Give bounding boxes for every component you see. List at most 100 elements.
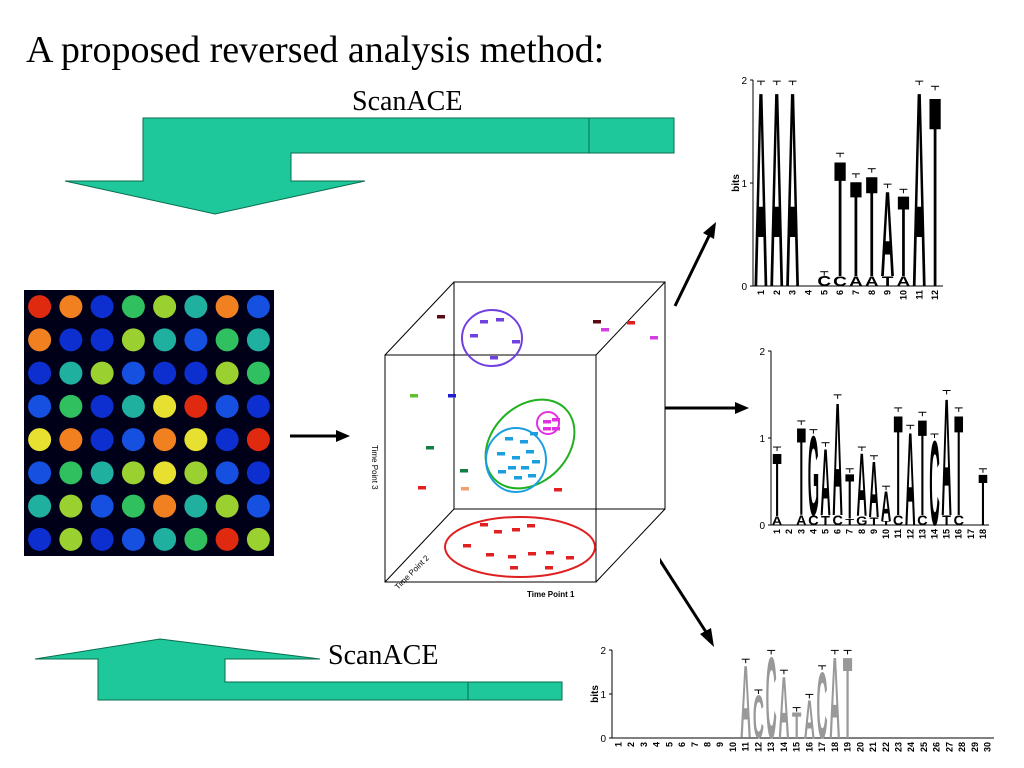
logo-position-label: 12 bbox=[753, 742, 763, 752]
bottom-scanace-label: ScanACE bbox=[328, 640, 439, 671]
logo-sub-letter: C bbox=[893, 513, 904, 529]
microarray-spot bbox=[246, 461, 270, 485]
microarray-spot bbox=[28, 361, 52, 385]
logo-letter: T bbox=[894, 386, 903, 543]
microarray-spot bbox=[215, 461, 239, 485]
logo-position-label: 29 bbox=[970, 742, 980, 752]
logo-sub-letter: T bbox=[869, 515, 878, 528]
arrows-to-logos bbox=[660, 222, 749, 647]
logo-position-label: 7 bbox=[851, 290, 861, 295]
data-point bbox=[418, 486, 426, 490]
logo-letter: T bbox=[929, 68, 941, 302]
microarray-spot bbox=[59, 295, 83, 319]
logo-position-label: 10 bbox=[881, 529, 891, 539]
microarray-spot bbox=[90, 394, 114, 418]
logo-position-label: 7 bbox=[845, 529, 855, 534]
logo-sub-letter: T bbox=[882, 274, 895, 290]
data-point bbox=[527, 524, 535, 528]
logo-letter: A bbox=[804, 688, 815, 751]
logo-position-label: 9 bbox=[715, 742, 725, 747]
data-point bbox=[552, 427, 560, 431]
x-axis-label: Time Point 1 bbox=[527, 590, 575, 599]
arrow-to-logo-1 bbox=[673, 235, 711, 307]
logo-sub-letter: C bbox=[832, 513, 843, 529]
logo-letter: T bbox=[843, 636, 852, 762]
logo-letter: A bbox=[881, 482, 892, 530]
logo-position-label: 4 bbox=[652, 742, 662, 747]
slide-title: A proposed reversed analysis method: bbox=[26, 29, 605, 71]
logo-letter: C bbox=[817, 654, 828, 759]
microarray-background bbox=[24, 290, 274, 556]
logo-sub-letter: T bbox=[845, 517, 855, 527]
logo-position-label: 10 bbox=[898, 290, 908, 300]
microarray-spot bbox=[90, 328, 114, 352]
microarray-spot bbox=[28, 295, 52, 319]
logo-position-label: 17 bbox=[966, 529, 976, 539]
logo-tick-label: 2 bbox=[600, 646, 606, 657]
microarray-spot bbox=[90, 295, 114, 319]
logo-position-label: 19 bbox=[843, 742, 853, 752]
microarray-spot bbox=[153, 328, 177, 352]
logo-position-label: 12 bbox=[905, 529, 915, 539]
red-cluster-ellipse bbox=[444, 516, 596, 578]
microarray-spot bbox=[184, 328, 208, 352]
microarray-spot bbox=[90, 428, 114, 452]
logo-letter: A bbox=[754, 68, 768, 302]
microarray-spots bbox=[28, 295, 270, 551]
microarray-spot bbox=[184, 494, 208, 518]
microarray-spot bbox=[153, 295, 177, 319]
data-point bbox=[448, 394, 456, 398]
microarray-spot bbox=[246, 394, 270, 418]
logo-sub-letter: T bbox=[821, 513, 830, 528]
microarray-spot bbox=[153, 527, 177, 551]
microarray-spot bbox=[121, 394, 145, 418]
microarray-spot bbox=[28, 461, 52, 485]
microarray-image bbox=[24, 290, 274, 556]
logo-position-label: 6 bbox=[833, 529, 843, 534]
logo-letter: A bbox=[778, 659, 789, 758]
microarray-spot bbox=[184, 295, 208, 319]
logo-position-label: 10 bbox=[728, 742, 738, 752]
top-scanace-label: ScanACE bbox=[352, 86, 463, 117]
logo-position-label: 7 bbox=[690, 742, 700, 747]
logo-sub-letter: C bbox=[808, 513, 819, 529]
microarray-spot bbox=[215, 361, 239, 385]
logo-position-label: 5 bbox=[821, 529, 831, 534]
logo-position-label: 13 bbox=[766, 742, 776, 752]
logo-letter: C bbox=[817, 273, 831, 289]
logo-sub-letter: A bbox=[772, 514, 783, 528]
arrow-to-cube bbox=[290, 430, 350, 442]
logo-letter: A bbox=[770, 68, 784, 302]
logo-position-label: 11 bbox=[914, 290, 924, 300]
logo-letter: A bbox=[786, 68, 800, 302]
logo-tick-label: 0 bbox=[600, 734, 606, 745]
microarray-spot bbox=[90, 527, 114, 551]
microarray-spot bbox=[215, 527, 239, 551]
logo-letter: A bbox=[905, 406, 916, 543]
data-point bbox=[498, 470, 506, 474]
microarray-spot bbox=[121, 328, 145, 352]
logo-position-label: 18 bbox=[978, 529, 988, 539]
logo-tick-label: 2 bbox=[759, 347, 765, 358]
top-scanace-arrow bbox=[64, 117, 675, 215]
logo-letter: C bbox=[753, 685, 764, 752]
microarray-spot bbox=[59, 428, 83, 452]
microarray-spot bbox=[28, 428, 52, 452]
logo-letter: T bbox=[834, 127, 846, 302]
microarray-spot bbox=[184, 527, 208, 551]
cube-edges bbox=[384, 281, 666, 583]
cluster-cube: Time Point 1 Time Point 3 Time Point 2 bbox=[370, 281, 666, 599]
data-point bbox=[512, 528, 520, 532]
data-point bbox=[486, 553, 494, 557]
microarray-spot bbox=[215, 295, 239, 319]
microarray-spot bbox=[246, 428, 270, 452]
microarray-spot bbox=[153, 361, 177, 385]
microarray-spot bbox=[121, 494, 145, 518]
data-point bbox=[627, 321, 635, 325]
logo-letter: C bbox=[929, 417, 940, 543]
data-point bbox=[520, 440, 528, 444]
logo-letter: T bbox=[954, 386, 963, 543]
logo-position-label: 22 bbox=[881, 742, 891, 752]
microarray-spot bbox=[90, 494, 114, 518]
